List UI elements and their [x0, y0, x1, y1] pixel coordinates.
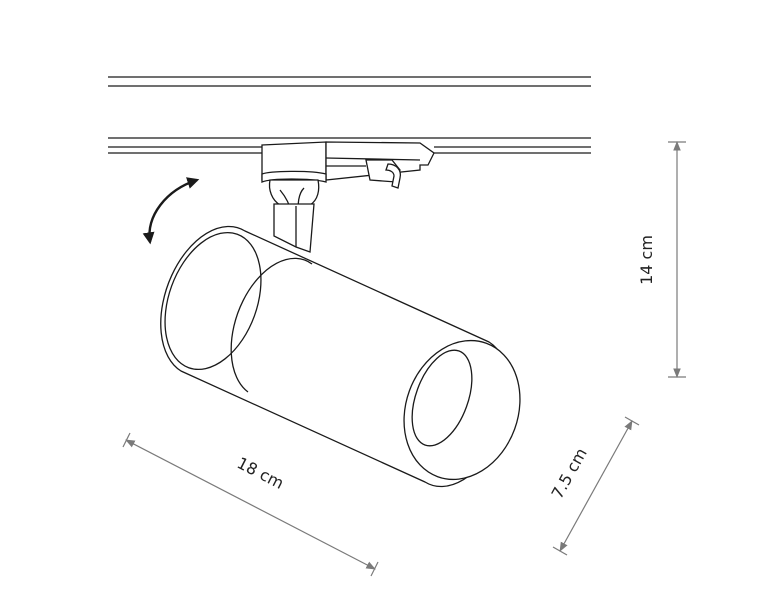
dimension-diameter-line — [559, 420, 633, 552]
dimension-diameter-label: 7.5 cm — [548, 445, 591, 502]
lens-front — [403, 339, 521, 481]
track-rail-upper — [108, 76, 591, 87]
dimension-diameter: 7.5 cm — [548, 416, 640, 556]
dimension-height-label: 14 cm — [637, 235, 656, 285]
track-rail-lower — [108, 137, 591, 154]
curved-double-arrow-icon — [142, 177, 200, 245]
dimension-height: 14 cm — [637, 141, 686, 378]
mounting-arm — [273, 203, 315, 253]
track-adapter — [261, 141, 435, 189]
dimension-length-label: 18 cm — [234, 453, 287, 493]
dimension-length: 18 cm — [122, 432, 379, 577]
dimension-length-line — [125, 439, 376, 570]
